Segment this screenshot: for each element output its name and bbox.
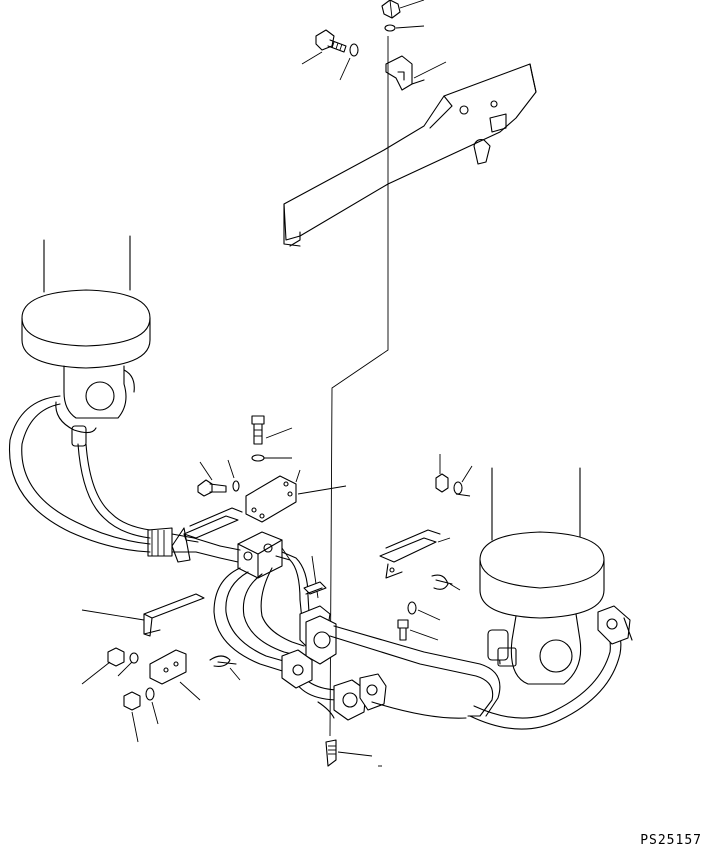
lower-left-washer (130, 653, 138, 663)
left-clamp (184, 508, 242, 542)
right-lower-bolt (398, 620, 408, 640)
right-washer (454, 482, 462, 494)
hose-fittings (282, 606, 386, 720)
bottom-washer (146, 688, 154, 700)
leader-lines (82, 0, 472, 766)
lower-clip (210, 656, 236, 666)
left-lower-bracket (144, 594, 204, 636)
right-lower-washer (408, 602, 416, 614)
top-nut (382, 0, 400, 18)
right-bracket (380, 530, 440, 578)
left-hoses (10, 396, 221, 562)
right-cylinder (480, 468, 604, 684)
upper-frame-bracket (284, 64, 536, 246)
side-washer (233, 481, 239, 491)
right-nut (436, 474, 448, 492)
top-washer (385, 25, 395, 31)
side-bolt (198, 480, 226, 496)
center-hoses (214, 552, 340, 700)
assembly-guide-line (330, 36, 388, 736)
lower-bracket-plate (150, 650, 186, 684)
hose-clamp-tag (304, 582, 326, 594)
bottom-spring-clip (326, 740, 336, 766)
center-bolt (252, 416, 264, 444)
top-lockwasher (350, 44, 358, 56)
lower-left-nut (108, 648, 124, 666)
drawing-reference-code: PS25157 (640, 833, 702, 848)
right-tubes (330, 606, 632, 729)
top-clip-bracket (386, 56, 424, 90)
junction-block (220, 532, 282, 578)
center-mount-plate (246, 476, 296, 522)
right-clip (432, 575, 452, 589)
bottom-nut (124, 692, 140, 710)
center-washer (252, 455, 264, 461)
left-cylinder (22, 236, 150, 446)
top-bolt (316, 30, 346, 52)
